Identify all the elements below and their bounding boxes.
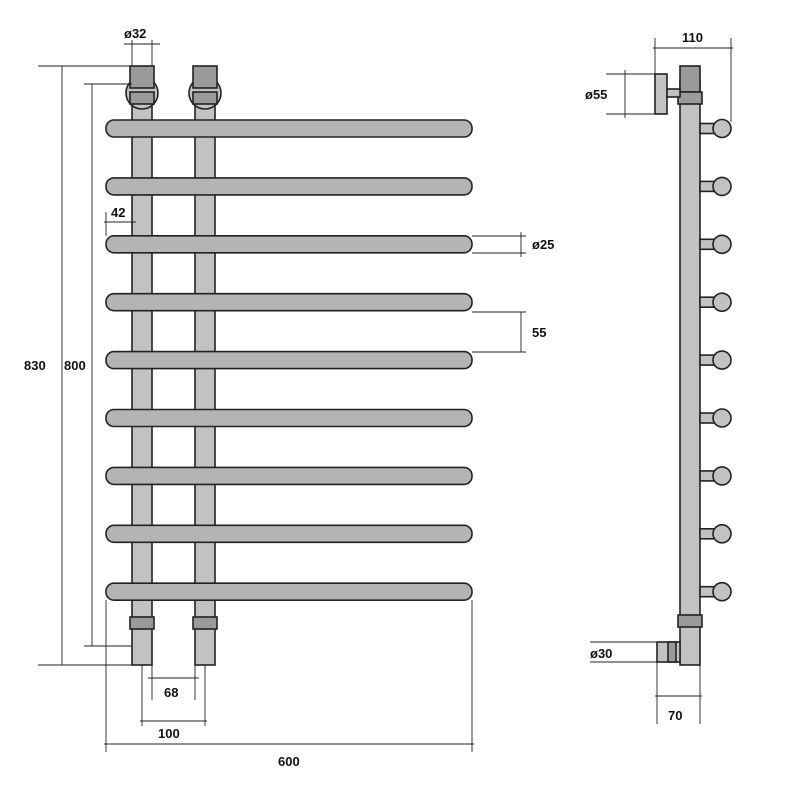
side-bottom-pipe-nut (667, 641, 677, 663)
label-bar-spacing: 55 (532, 325, 546, 340)
front-view: 830 800 ø32 42 ø25 55 68 100 600 (24, 26, 554, 769)
label-total-width: 600 (278, 754, 300, 769)
horizontal-bar (105, 524, 473, 544)
horizontal-bar (105, 466, 473, 486)
bar-end-knob (712, 234, 732, 255)
dim-bar-diameter (472, 232, 526, 257)
label-pipe-height: 800 (64, 358, 86, 373)
dim-depth (653, 38, 733, 122)
front-bars (105, 119, 473, 602)
label-bottom-depth: 70 (668, 708, 682, 723)
dim-bottom-depth (655, 662, 702, 724)
dim-bar-spacing (472, 311, 526, 353)
bar-end-knob (712, 350, 732, 370)
dim-total-height (38, 65, 132, 666)
side-wall-flange (654, 73, 668, 115)
horizontal-bar (105, 119, 473, 138)
left-top-cap (129, 65, 155, 89)
side-main-tube (679, 79, 701, 666)
label-bottom-pipe-diameter: ø30 (590, 646, 612, 661)
dim-post-diameter (124, 40, 160, 66)
right-bottom-coupling (192, 616, 218, 630)
left-bottom-coupling (129, 616, 155, 630)
label-bar-offset: 42 (111, 205, 125, 220)
side-view: 110 ø55 ø30 70 (585, 30, 733, 724)
bar-end-knob (712, 466, 732, 486)
right-post (194, 79, 216, 666)
dim-pipe-height (84, 83, 132, 647)
horizontal-bar (105, 408, 473, 428)
dim-total-width (104, 600, 474, 752)
bar-end-knob (712, 408, 732, 428)
bar-end-knob (712, 118, 732, 139)
horizontal-bar (105, 177, 473, 196)
side-top-cap (679, 65, 701, 93)
side-flange-arm (666, 88, 681, 98)
dim-bar-offset (104, 212, 136, 236)
label-inner-gap: 68 (164, 685, 178, 700)
side-knobs (699, 118, 732, 602)
label-post-diameter: ø32 (124, 26, 146, 41)
bar-end-knob (712, 523, 732, 544)
dim-post-centers (140, 665, 207, 726)
label-depth: 110 (682, 30, 703, 45)
left-top-coupling (129, 91, 155, 105)
dim-flange-diameter (606, 70, 655, 118)
bar-end-knob (712, 292, 732, 313)
label-post-centers: 100 (158, 726, 180, 741)
horizontal-bar (105, 235, 473, 254)
dim-bottom-pipe-diameter (590, 641, 657, 663)
right-top-cap (192, 65, 218, 89)
label-total-height: 830 (24, 358, 46, 373)
horizontal-bar (105, 350, 473, 370)
label-bar-diameter: ø25 (532, 237, 554, 252)
left-post (131, 79, 153, 666)
bar-end-knob (712, 581, 732, 602)
horizontal-bar (105, 582, 473, 602)
side-bottom-coupling (677, 614, 703, 628)
horizontal-bar (105, 292, 473, 312)
dim-inner-gap (148, 665, 199, 700)
bar-end-knob (712, 176, 732, 197)
side-top-coupling (677, 91, 703, 105)
label-flange-diameter: ø55 (585, 87, 607, 102)
right-top-coupling (192, 91, 218, 105)
